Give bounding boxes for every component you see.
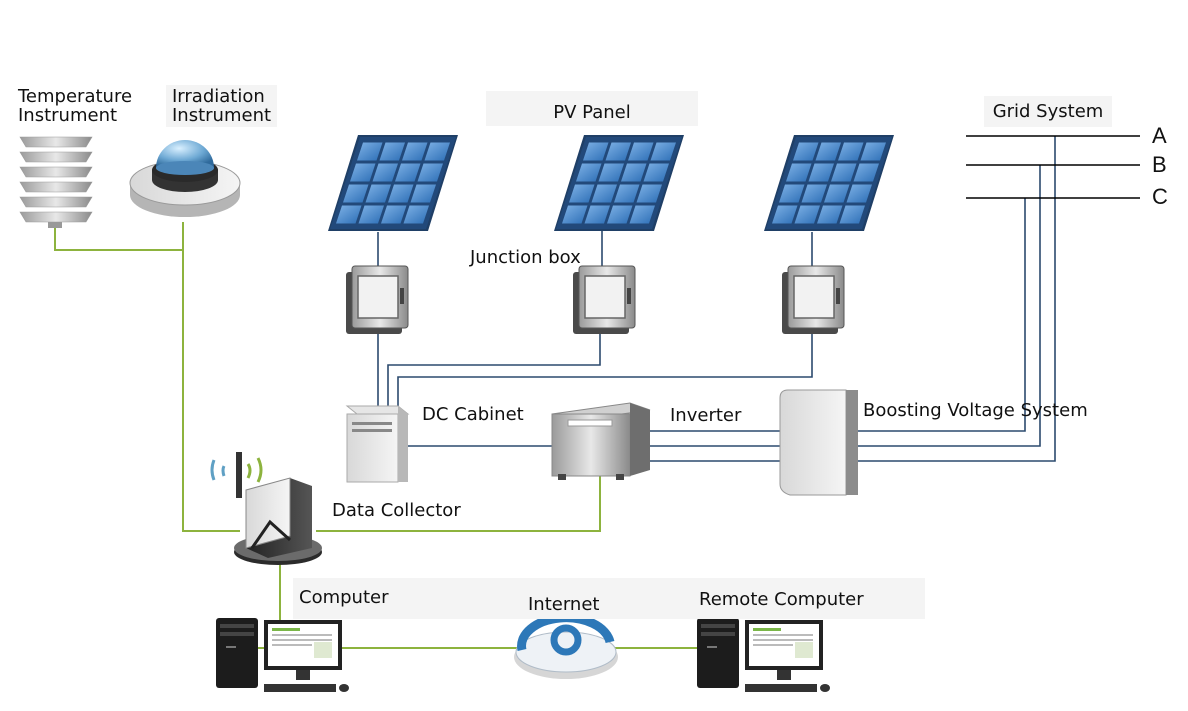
solar-cell	[403, 205, 429, 224]
solar-cell	[576, 163, 602, 182]
pv-panel-1	[328, 135, 458, 231]
solar-cell	[605, 142, 631, 161]
remote-computer	[697, 618, 830, 692]
internet-globe	[514, 613, 618, 679]
temperature-instrument	[19, 136, 93, 228]
solar-cell	[336, 205, 362, 224]
solar-cell	[388, 184, 414, 203]
junction-box-3	[782, 265, 845, 334]
solar-cell	[838, 142, 864, 161]
solar-cell	[628, 142, 654, 161]
solar-cell	[614, 184, 640, 203]
solar-cell	[424, 142, 450, 161]
temperature-instrument-label: Temperature Instrument	[18, 86, 133, 126]
solar-cell	[402, 142, 428, 161]
solar-cell	[410, 184, 436, 203]
solar-cell	[643, 163, 669, 182]
solar-cell	[569, 184, 595, 203]
solar-cell	[591, 184, 617, 203]
solar-cell	[372, 163, 398, 182]
solar-cell	[636, 184, 662, 203]
solar-cell	[381, 205, 407, 224]
irradiation-instrument-label: Irradiation Instrument	[166, 85, 278, 127]
computer-label: Computer	[293, 578, 925, 619]
solar-cell	[779, 184, 805, 203]
solar-cell	[343, 184, 369, 203]
solar-cell	[379, 142, 405, 161]
data-collector-label: Data Collector	[332, 500, 461, 521]
solar-cell	[853, 163, 879, 182]
solar-cell	[357, 142, 383, 161]
dc-cabinet-label: DC Cabinet	[422, 404, 524, 425]
solar-cell	[583, 142, 609, 161]
solar-cell	[607, 205, 633, 224]
junction-box-label: Junction box	[470, 247, 581, 268]
solar-cell	[815, 142, 841, 161]
internet-label: Internet	[528, 594, 600, 615]
solar-cell	[817, 205, 843, 224]
solar-cell	[350, 163, 376, 182]
boosting-voltage-system	[779, 389, 858, 496]
boosting-voltage-system-label: Boosting Voltage System	[863, 400, 1088, 421]
inverter-label: Inverter	[670, 405, 742, 426]
solar-cell	[562, 205, 588, 224]
solar-cell	[786, 163, 812, 182]
junction-box-2	[573, 265, 636, 334]
solar-cell	[629, 205, 655, 224]
phase-b-label: B	[1152, 152, 1167, 177]
solar-cell	[808, 163, 834, 182]
solar-cell	[621, 163, 647, 182]
solar-cell	[772, 205, 798, 224]
solar-cell	[793, 142, 819, 161]
solar-cell	[794, 205, 820, 224]
solar-cell	[358, 205, 384, 224]
junction-box-1	[346, 265, 409, 334]
solar-cell	[801, 184, 827, 203]
pv-panel-3	[764, 135, 894, 231]
solar-cell	[598, 163, 624, 182]
solar-cell	[846, 184, 872, 203]
dc-cabinet	[345, 405, 410, 483]
solar-cell	[395, 163, 421, 182]
phase-a-label: A	[1152, 123, 1167, 148]
grid-system-label: Grid System	[984, 96, 1112, 127]
pv-panel-label: PV Panel	[486, 91, 698, 126]
solar-cell	[650, 142, 676, 161]
sensor-data-lines	[54, 222, 700, 649]
solar-cell	[824, 184, 850, 203]
irradiation-instrument	[129, 140, 241, 217]
grid-phase-lines	[966, 135, 1140, 199]
computer	[216, 618, 349, 692]
solar-cell	[831, 163, 857, 182]
solar-cell	[839, 205, 865, 224]
solar-cell	[584, 205, 610, 224]
inverter	[551, 402, 651, 480]
solar-cell	[365, 184, 391, 203]
data-collector	[210, 452, 322, 565]
remote-computer-label: Remote Computer	[699, 589, 864, 610]
solar-cell	[860, 142, 886, 161]
solar-cell	[417, 163, 443, 182]
dc-power-lines	[377, 136, 1056, 462]
phase-c-label: C	[1152, 184, 1168, 209]
pv-panel-2	[554, 135, 684, 231]
